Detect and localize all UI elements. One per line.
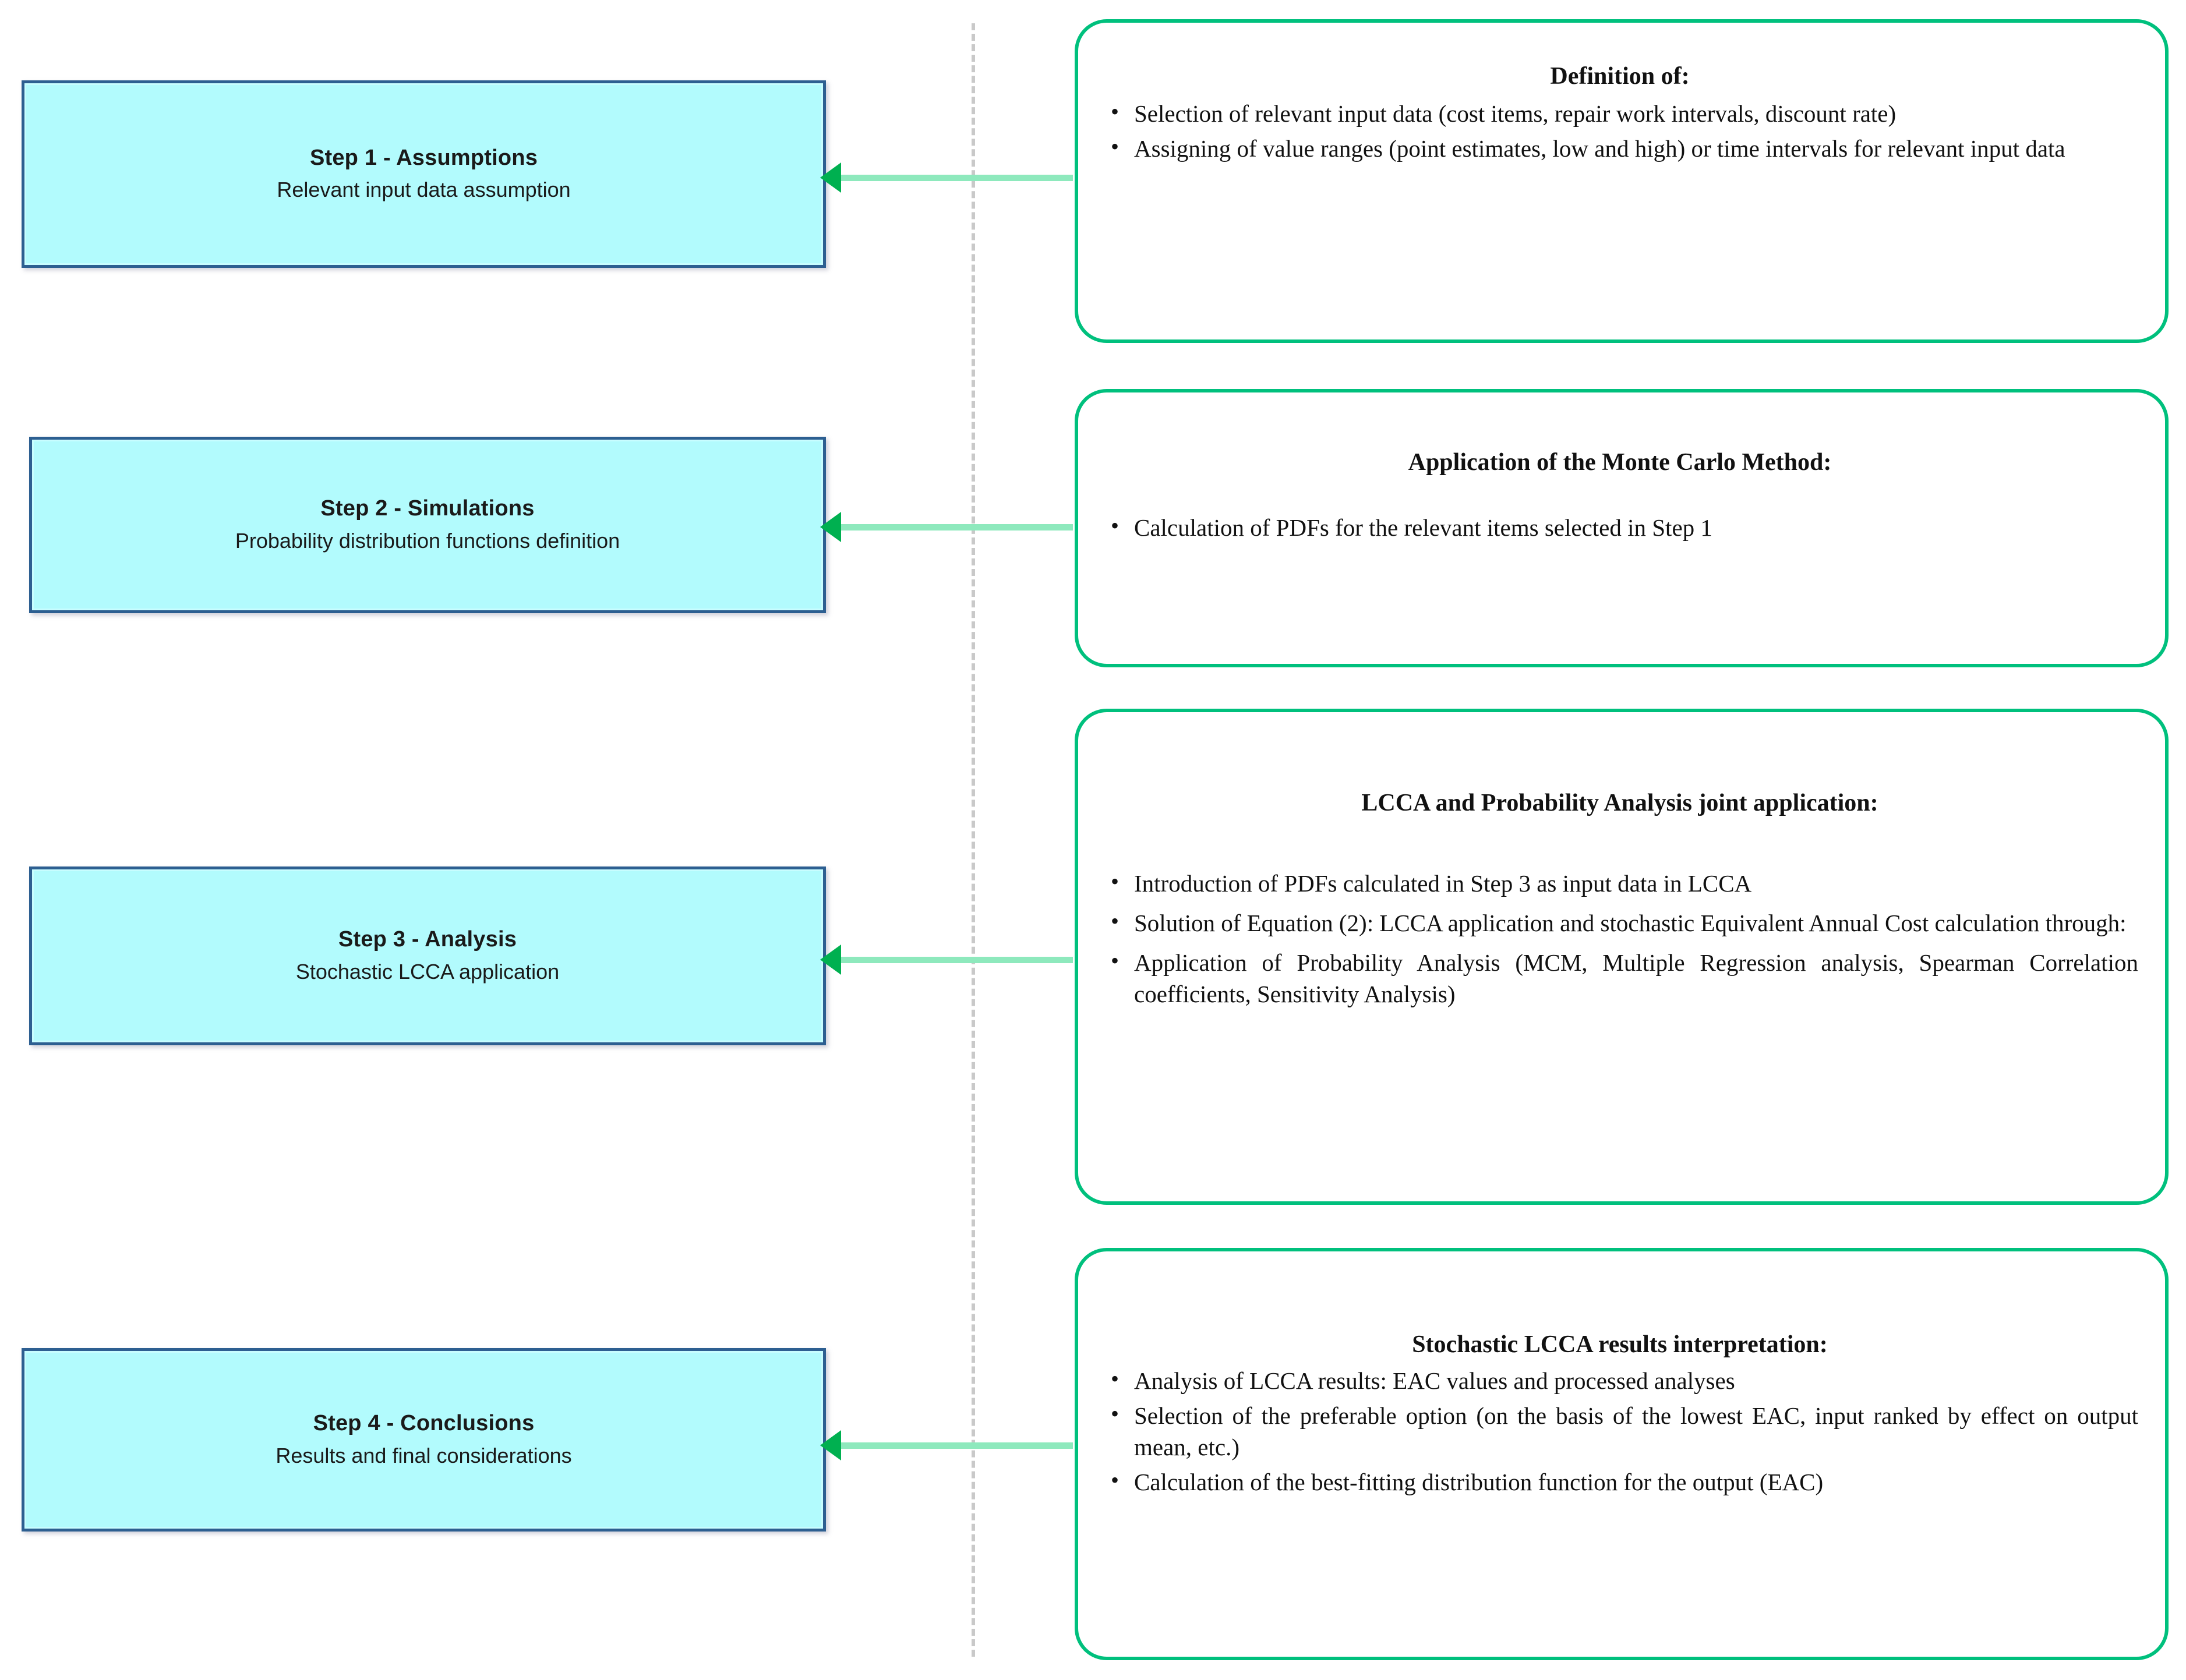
arrow-head-icon-step-3 (820, 945, 841, 975)
list-item: Analysis of LCCA results: EAC values and… (1101, 1363, 2138, 1396)
panel-heading: Stochastic LCCA results interpretation: (1412, 1331, 1828, 1358)
list-item: Selection of relevant input data (cost i… (1101, 96, 2138, 129)
panel-heading: LCCA and Probability Analysis joint appl… (1361, 790, 1878, 816)
list-item: Selection of the preferable option (on t… (1101, 1399, 2138, 1463)
list-item: Introduction of PDFs calculated in Step … (1101, 866, 2138, 899)
panel-bullet-list: Analysis of LCCA results: EAC values and… (1101, 1363, 2138, 1498)
panel-bullet-list: Introduction of PDFs calculated in Step … (1101, 866, 2138, 1010)
detail-panel-step-1: Definition of: Selection of relevant inp… (1075, 19, 2169, 343)
step-box-title: Step 3 - Analysis (338, 927, 517, 952)
detail-panel-step-4: Stochastic LCCA results interpretation: … (1075, 1248, 2169, 1660)
step-box-step-2[interactable]: Step 2 - Simulations Probability distrib… (29, 437, 826, 613)
list-item: Calculation of the best-fitting distribu… (1101, 1465, 2138, 1498)
step-box-title: Step 4 - Conclusions (313, 1411, 535, 1436)
step-box-subtitle: Relevant input data assumption (277, 178, 571, 202)
list-item: Solution of Equation (2): LCCA applicati… (1101, 906, 2138, 939)
panel-bullet-list: Calculation of PDFs for the relevant ite… (1101, 510, 2138, 543)
step-box-title: Step 1 - Assumptions (309, 145, 538, 170)
detail-panel-step-3: LCCA and Probability Analysis joint appl… (1075, 709, 2169, 1205)
step-box-step-3[interactable]: Step 3 - Analysis Stochastic LCCA applic… (29, 866, 826, 1045)
arrow-head-icon-step-2 (820, 512, 841, 542)
detail-panel-step-2: Application of the Monte Carlo Method: C… (1075, 389, 2169, 667)
list-item: Assigning of value ranges (point estimat… (1101, 132, 2138, 164)
arrow-line-step-3 (833, 957, 1073, 963)
arrow-head-icon-step-1 (820, 162, 841, 193)
arrow-line-step-1 (833, 175, 1073, 181)
step-box-subtitle: Stochastic LCCA application (295, 959, 560, 984)
list-item: Application of Probability Analysis (MCM… (1101, 946, 2138, 1010)
step-box-subtitle: Probability distribution functions defin… (235, 528, 620, 553)
step-box-title: Step 2 - Simulations (320, 496, 535, 521)
list-item: Calculation of PDFs for the relevant ite… (1101, 510, 2138, 543)
dashed-divider-line (972, 23, 975, 1657)
step-box-subtitle: Results and final considerations (276, 1443, 572, 1467)
arrow-head-icon-step-4 (820, 1430, 841, 1460)
step-box-step-1[interactable]: Step 1 - Assumptions Relevant input data… (22, 80, 826, 268)
panel-bullet-list: Selection of relevant input data (cost i… (1101, 96, 2138, 164)
arrow-line-step-4 (833, 1442, 1073, 1449)
arrow-line-step-2 (833, 524, 1073, 530)
step-box-step-4[interactable]: Step 4 - Conclusions Results and final c… (22, 1348, 826, 1532)
panel-heading: Definition of: (1550, 63, 1690, 90)
panel-heading: Application of the Monte Carlo Method: (1408, 449, 1832, 476)
